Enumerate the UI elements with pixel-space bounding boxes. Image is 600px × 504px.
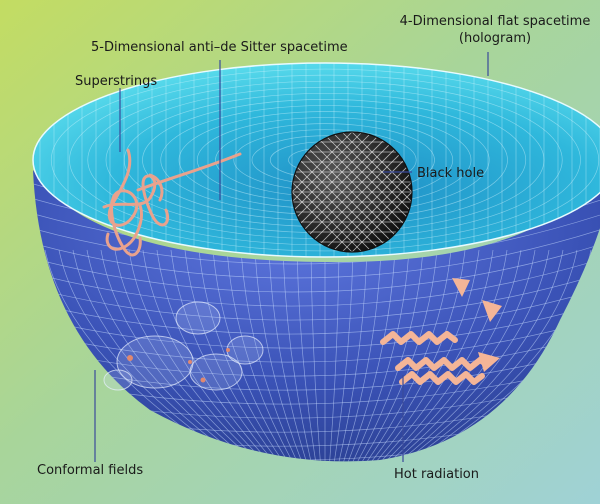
flat-spacetime-label-line2: (hologram) <box>458 31 532 46</box>
conformal-particles <box>127 348 230 383</box>
black-hole-label: Black hole <box>417 166 485 181</box>
superstrings-label: Superstrings <box>75 74 158 89</box>
hot-radiation-label: Hot radiation <box>394 467 480 482</box>
hot-radiation <box>380 331 489 385</box>
bowl-outer-surface <box>33 170 600 462</box>
flat-spacetime-label-line1: 4-Dimensional flat spacetime <box>399 14 591 29</box>
superstrings <box>102 148 242 257</box>
conformal-fields <box>103 301 264 391</box>
conformal-fields-label: Conformal fields <box>37 463 144 478</box>
ads-label: 5-Dimensional anti–de Sitter spacetime <box>91 40 348 55</box>
radiation-arrowheads <box>452 278 502 372</box>
bowl-rim <box>32 62 600 258</box>
leader-lines <box>94 52 489 462</box>
